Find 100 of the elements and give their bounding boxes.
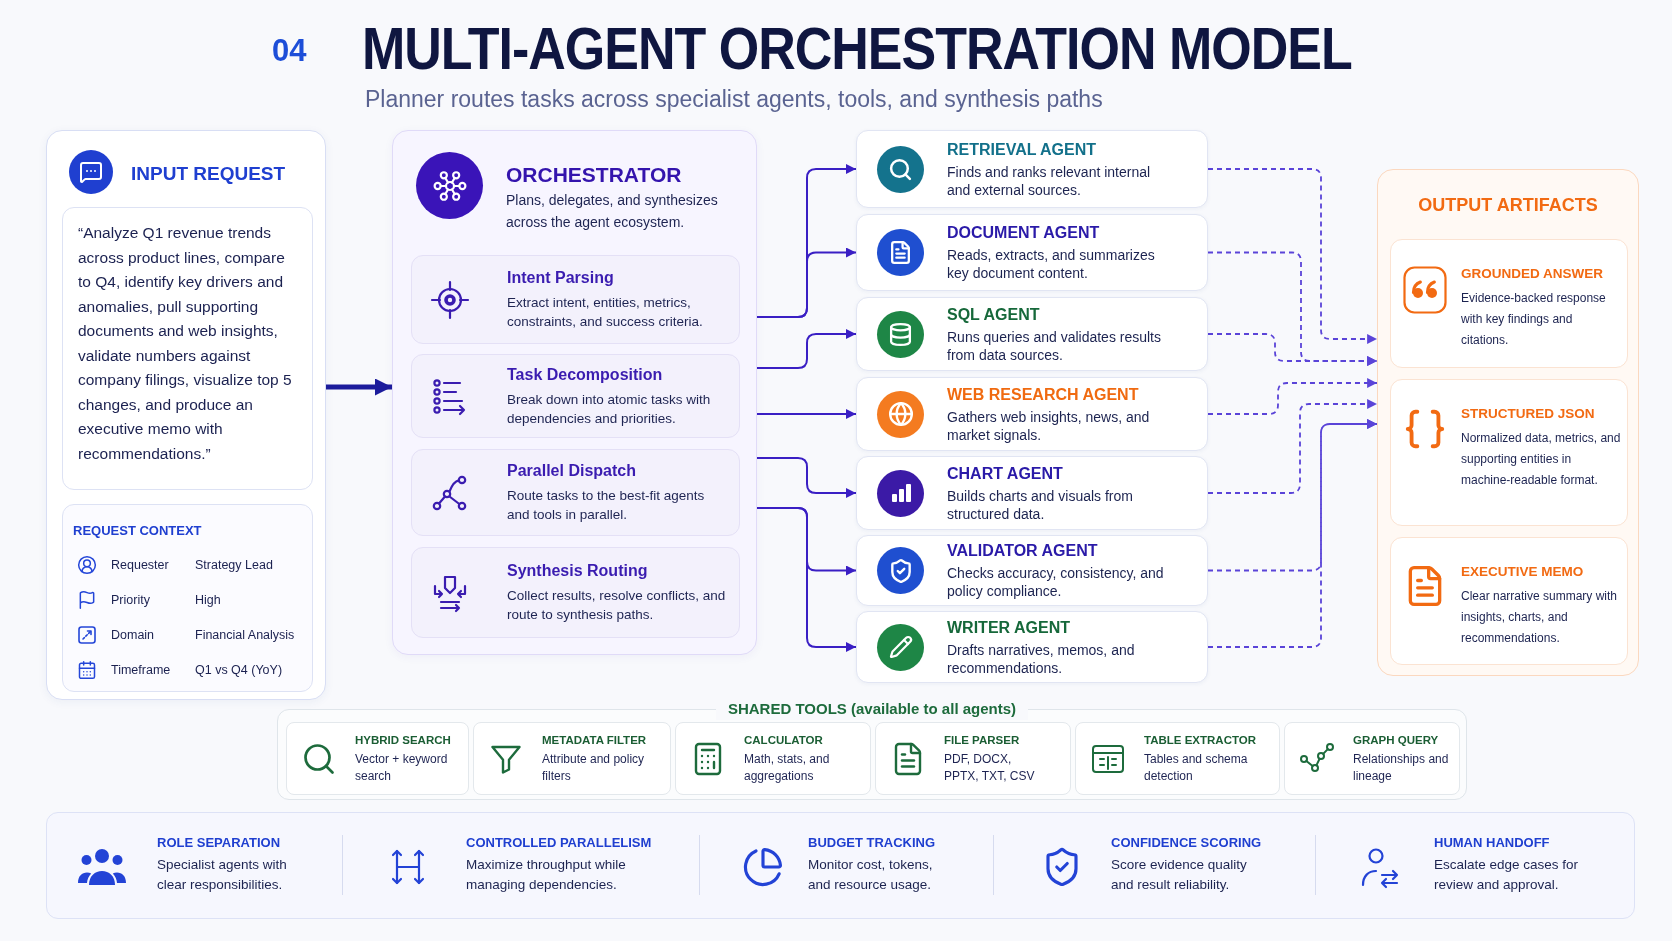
- dashed-arrow: [1207, 399, 1378, 494]
- panel-heading: INPUT REQUEST: [131, 162, 286, 186]
- agent-card: [856, 214, 1208, 291]
- field-value: Q1 vs Q4 (YoY): [195, 661, 283, 679]
- section-heading: REQUEST CONTEXT: [73, 522, 202, 540]
- feature-description: Escalate edge cases for review and approval.: [1434, 856, 1580, 894]
- connector-arrow: [756, 507, 857, 652]
- output-panel: [1377, 169, 1639, 676]
- agent-description: Gathers web insights, news, and market signals.: [947, 407, 1151, 444]
- agent-description: Finds and ranks relevant internal and external sources.: [947, 162, 1152, 199]
- tool-description: Relationships and lineage: [1353, 750, 1450, 785]
- agent-title: DOCUMENT AGENT: [947, 223, 1101, 243]
- artifact-card: [1390, 239, 1628, 368]
- panel-heading: ORCHESTRATOR: [506, 162, 682, 188]
- step-card: [411, 547, 740, 638]
- artifact-description: Evidence-backed response with key findings and citations.: [1461, 290, 1607, 349]
- page-title: MULTI-AGENT ORCHESTRATION MODEL: [362, 14, 1352, 83]
- artifact-description: Normalized data, metrics, and supporting entities in machine-readable format.: [1461, 430, 1621, 489]
- feature-description: Score evidence quality and result reliability.: [1111, 856, 1248, 894]
- tool-title: HYBRID SEARCH: [355, 732, 452, 748]
- agent-card: [856, 377, 1208, 451]
- connector-arrow: [756, 247, 857, 318]
- tool-card: [286, 722, 469, 795]
- step-title: Intent Parsing: [507, 268, 615, 288]
- tool-card: [675, 722, 871, 795]
- tool-title: FILE PARSER: [944, 732, 1021, 748]
- tool-card: [875, 722, 1071, 795]
- tool-description: Vector + keyword search: [355, 750, 449, 785]
- step-title: Parallel Dispatch: [507, 461, 637, 481]
- section-number: 04: [272, 32, 307, 70]
- step-description: Break down into atomic tasks with dependencies and priorities.: [507, 390, 712, 428]
- tool-title: CALCULATOR: [744, 732, 824, 748]
- step-title: Synthesis Routing: [507, 561, 649, 581]
- artifact-description: Clear narrative summary with insights, charts, and recommendations.: [1461, 588, 1619, 647]
- tool-card: [1075, 722, 1280, 795]
- tool-title: GRAPH QUERY: [1353, 732, 1440, 748]
- step-description: Route tasks to the best-fit agents and tools in parallel.: [507, 487, 706, 524]
- tool-title: METADATA FILTER: [542, 732, 647, 748]
- agent-description: Runs queries and validates results from data sources.: [947, 327, 1162, 364]
- dashed-arrow: [1207, 419, 1378, 648]
- agent-title: SQL AGENT: [947, 304, 1041, 325]
- agent-description: Drafts narratives, memos, and recommendations.: [947, 640, 1136, 677]
- dashed-arrow: [1207, 333, 1378, 366]
- feature-title: CONTROLLED PARALLELISM: [466, 834, 652, 851]
- feature-title: BUDGET TRACKING: [808, 834, 937, 851]
- agent-description: Builds charts and visuals from structured data.: [947, 486, 1134, 523]
- tool-card: [473, 722, 671, 795]
- panel-heading: OUTPUT ARTIFACTS: [1418, 194, 1598, 217]
- tool-card: [1284, 722, 1460, 795]
- agent-card: [856, 456, 1208, 530]
- artifact-title: STRUCTURED JSON: [1461, 405, 1595, 423]
- context-card: [62, 504, 313, 692]
- step-card: [411, 354, 740, 438]
- field-label: Timeframe: [111, 661, 172, 679]
- input-panel: [46, 130, 326, 700]
- step-title: Task Decomposition: [507, 364, 664, 385]
- field-value: High: [195, 591, 221, 609]
- tool-description: PDF, DOCX, PPTX, TXT, CSV: [944, 750, 1036, 785]
- panel-description: Plans, delegates, and synthesizes across the agent ecosystem.: [506, 191, 719, 232]
- field-label: Domain: [111, 626, 156, 644]
- feature-title: ROLE SEPARATION: [157, 834, 282, 851]
- request-text: “Analyze Q1 revenue trends across product lines, compare to Q4, identify key drivers and anomalies, pull supporting documents and web insights, validate numbers against company filings, visualize top 5 changes, and produce an executive memo with recommendations.”: [78, 223, 293, 464]
- field-label: Priority: [111, 591, 151, 609]
- agent-description: Checks accuracy, consistency, and policy compliance.: [947, 564, 1165, 600]
- agent-card: [856, 535, 1208, 606]
- artifact-card: [1390, 537, 1628, 665]
- agent-description: Reads, extracts, and summarizes key document content.: [947, 246, 1156, 282]
- connector-arrow: [756, 329, 857, 369]
- agent-title: RETRIEVAL AGENT: [947, 139, 1098, 160]
- agent-title: VALIDATOR AGENT: [947, 541, 1099, 561]
- step-description: Extract intent, entities, metrics, constraints, and success criteria.: [507, 294, 704, 331]
- feature-title: CONFIDENCE SCORING: [1111, 834, 1262, 851]
- field-value: Strategy Lead: [195, 556, 273, 574]
- step-card: [411, 255, 740, 344]
- orchestrator-panel: [392, 130, 757, 655]
- step-description: Collect results, resolve conflicts, and route to synthesis paths.: [507, 587, 727, 624]
- tool-description: Tables and schema detection: [1144, 750, 1249, 785]
- tool-title: TABLE EXTRACTOR: [1144, 732, 1257, 748]
- feature-title: HUMAN HANDOFF: [1434, 834, 1551, 851]
- feature-description: Specialist agents with clear responsibilities.: [157, 856, 288, 894]
- feature-description: Maximize throughput while managing dependencies.: [466, 856, 627, 894]
- agent-title: WRITER AGENT: [947, 617, 1071, 638]
- connector-arrow: [756, 409, 857, 419]
- page-subtitle: Planner routes tasks across specialist agents, tools, and synthesis paths: [365, 85, 1103, 114]
- artifact-title: EXECUTIVE MEMO: [1461, 563, 1584, 581]
- agent-card: [856, 297, 1208, 371]
- dashed-arrow: [1207, 378, 1378, 415]
- tool-description: Math, stats, and aggregations: [744, 750, 831, 785]
- agent-title: WEB RESEARCH AGENT: [947, 384, 1140, 405]
- agent-card: [856, 130, 1208, 208]
- feature-description: Monitor cost, tokens, and resource usage.: [808, 856, 934, 894]
- artifact-title: GROUNDED ANSWER: [1461, 265, 1603, 283]
- tool-description: Attribute and policy filters: [542, 750, 646, 785]
- agent-title: CHART AGENT: [947, 463, 1064, 484]
- artifact-card: [1390, 379, 1628, 526]
- field-label: Requester: [111, 556, 170, 574]
- step-card: [411, 449, 740, 536]
- quote-card: [62, 207, 313, 490]
- dashed-arrow: [1207, 168, 1378, 344]
- connector-arrow: [756, 457, 857, 498]
